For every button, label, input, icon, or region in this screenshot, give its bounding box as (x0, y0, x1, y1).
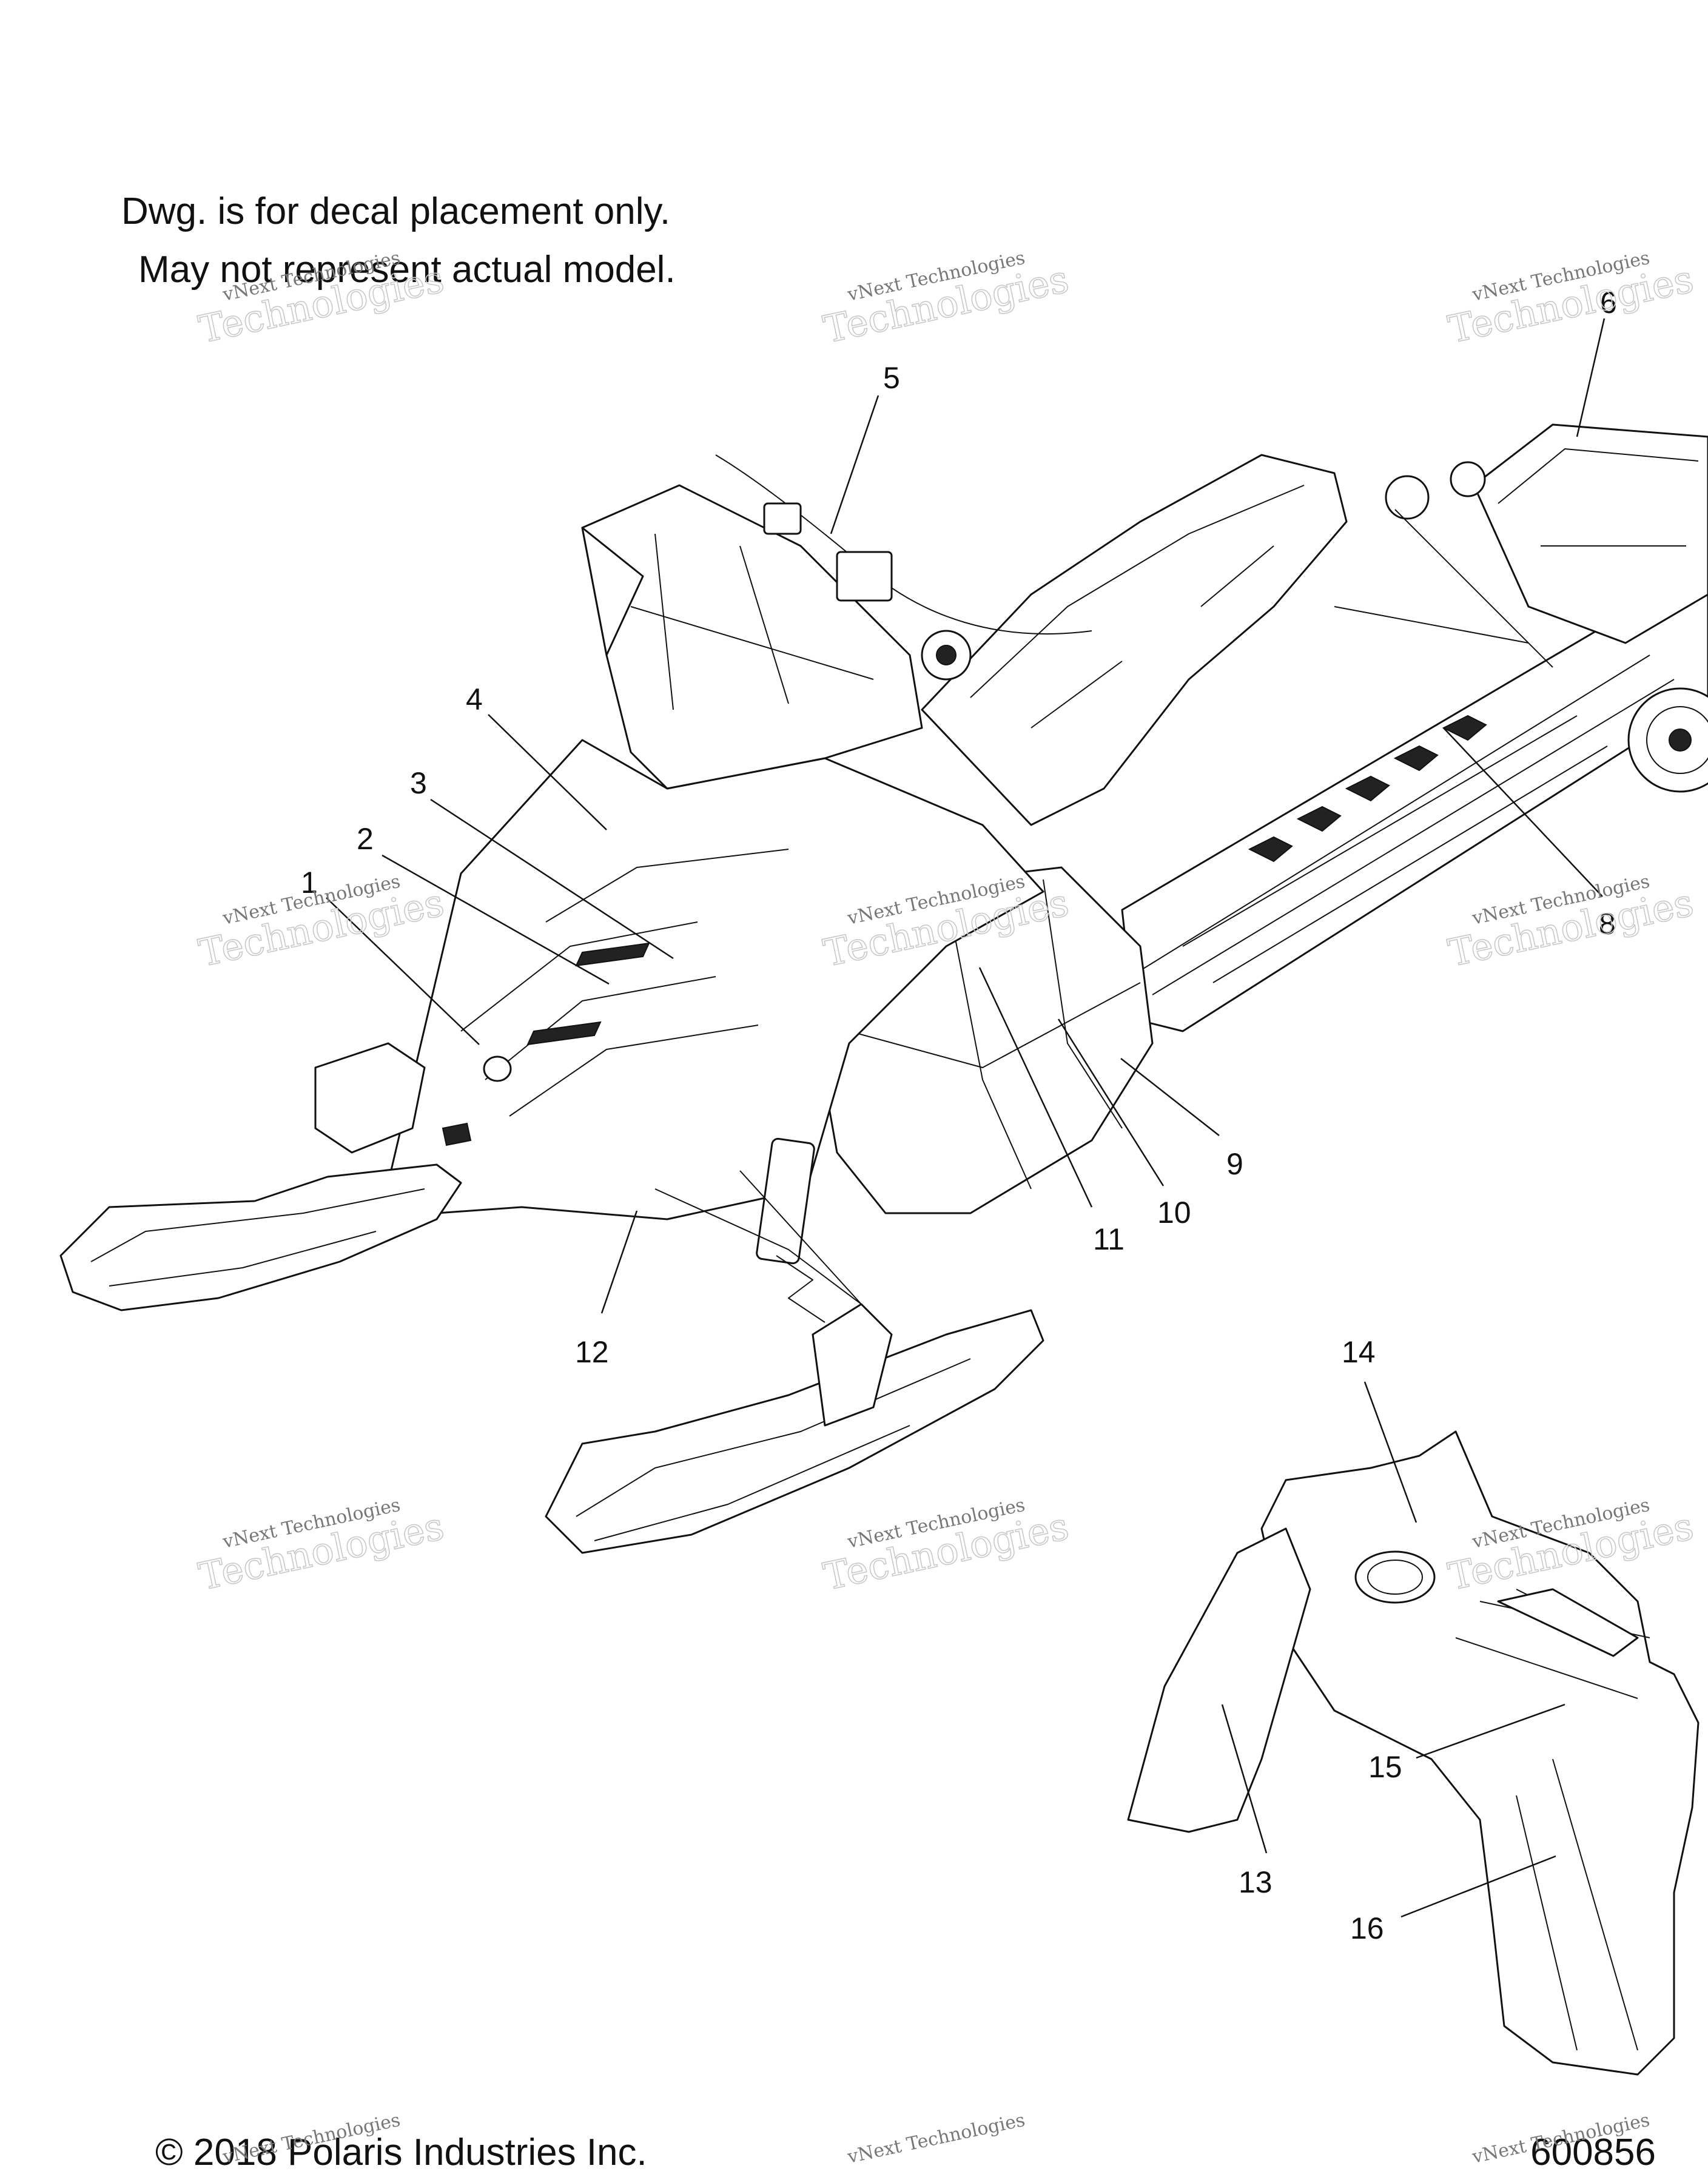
watermark: vNext Technologies Technologies (195, 247, 448, 352)
snowmobile-hood (387, 739, 1044, 1220)
detail-side-panel-group (1127, 1430, 1700, 2076)
callout-9: 9 (1226, 1147, 1243, 1181)
drawing-number: 600856 (1530, 2132, 1656, 2173)
copyright-notice: © 2018 Polaris Industries Inc. (155, 2132, 647, 2173)
callout-1: 1 (301, 866, 318, 900)
callout-6: 6 (1600, 286, 1617, 320)
watermark: vNext Technologies (845, 2110, 1027, 2168)
callout-2: 2 (357, 822, 374, 856)
watermark: vNext Technologies Technologies (195, 1495, 448, 1600)
callout-3: 3 (410, 766, 427, 800)
watermark: vNext Technologies (1470, 2110, 1652, 2168)
callout-11: 11 (1093, 1222, 1125, 1256)
callout-10: 10 (1157, 1196, 1191, 1230)
watermark: vNext Technologies Technologies (819, 247, 1073, 352)
callout-15: 15 (1368, 1750, 1402, 1784)
callout-13: 13 (1239, 1865, 1273, 1899)
snowmobile-right-ski (545, 1303, 1044, 1554)
watermark: vNext Technologies Technologies (1444, 247, 1698, 352)
model-disclaimer-note: May not represent actual model. (138, 249, 676, 291)
callout-14: 14 (1342, 1335, 1376, 1369)
callout-leader-lines (326, 318, 1605, 1918)
svg-text:vNext Technologies: vNext Technologies (1470, 2110, 1652, 2168)
callout-16: 16 (1350, 1911, 1384, 1945)
snowmobile-front-suspension (654, 1137, 862, 1359)
callout-4: 4 (466, 682, 483, 716)
callout-labels: 1 2 3 4 5 6 8 9 10 11 12 13 14 15 16 (301, 286, 1617, 1945)
watermark: vNext Technologies Technologies (819, 1495, 1073, 1600)
callout-5: 5 (883, 361, 900, 395)
placement-note: Dwg. is for decal placement only. (121, 190, 671, 232)
watermark: vNext Technologies Technologies (1444, 871, 1698, 976)
snowmobile-handlebars (715, 454, 1092, 681)
snowmobile-seat (921, 454, 1348, 826)
svg-text:vNext Technologies: vNext Technologies (845, 2110, 1027, 2168)
svg-text:vNext Technologies: vNext Technologies (220, 2110, 402, 2168)
callout-12: 12 (575, 1335, 609, 1369)
snowmobile-left-ski (59, 1042, 462, 1311)
watermark: vNext Technologies Technologies (195, 871, 448, 976)
watermark: vNext Technologies (220, 2110, 402, 2168)
snowmobile-windshield (581, 484, 923, 790)
callout-8: 8 (1599, 907, 1616, 941)
